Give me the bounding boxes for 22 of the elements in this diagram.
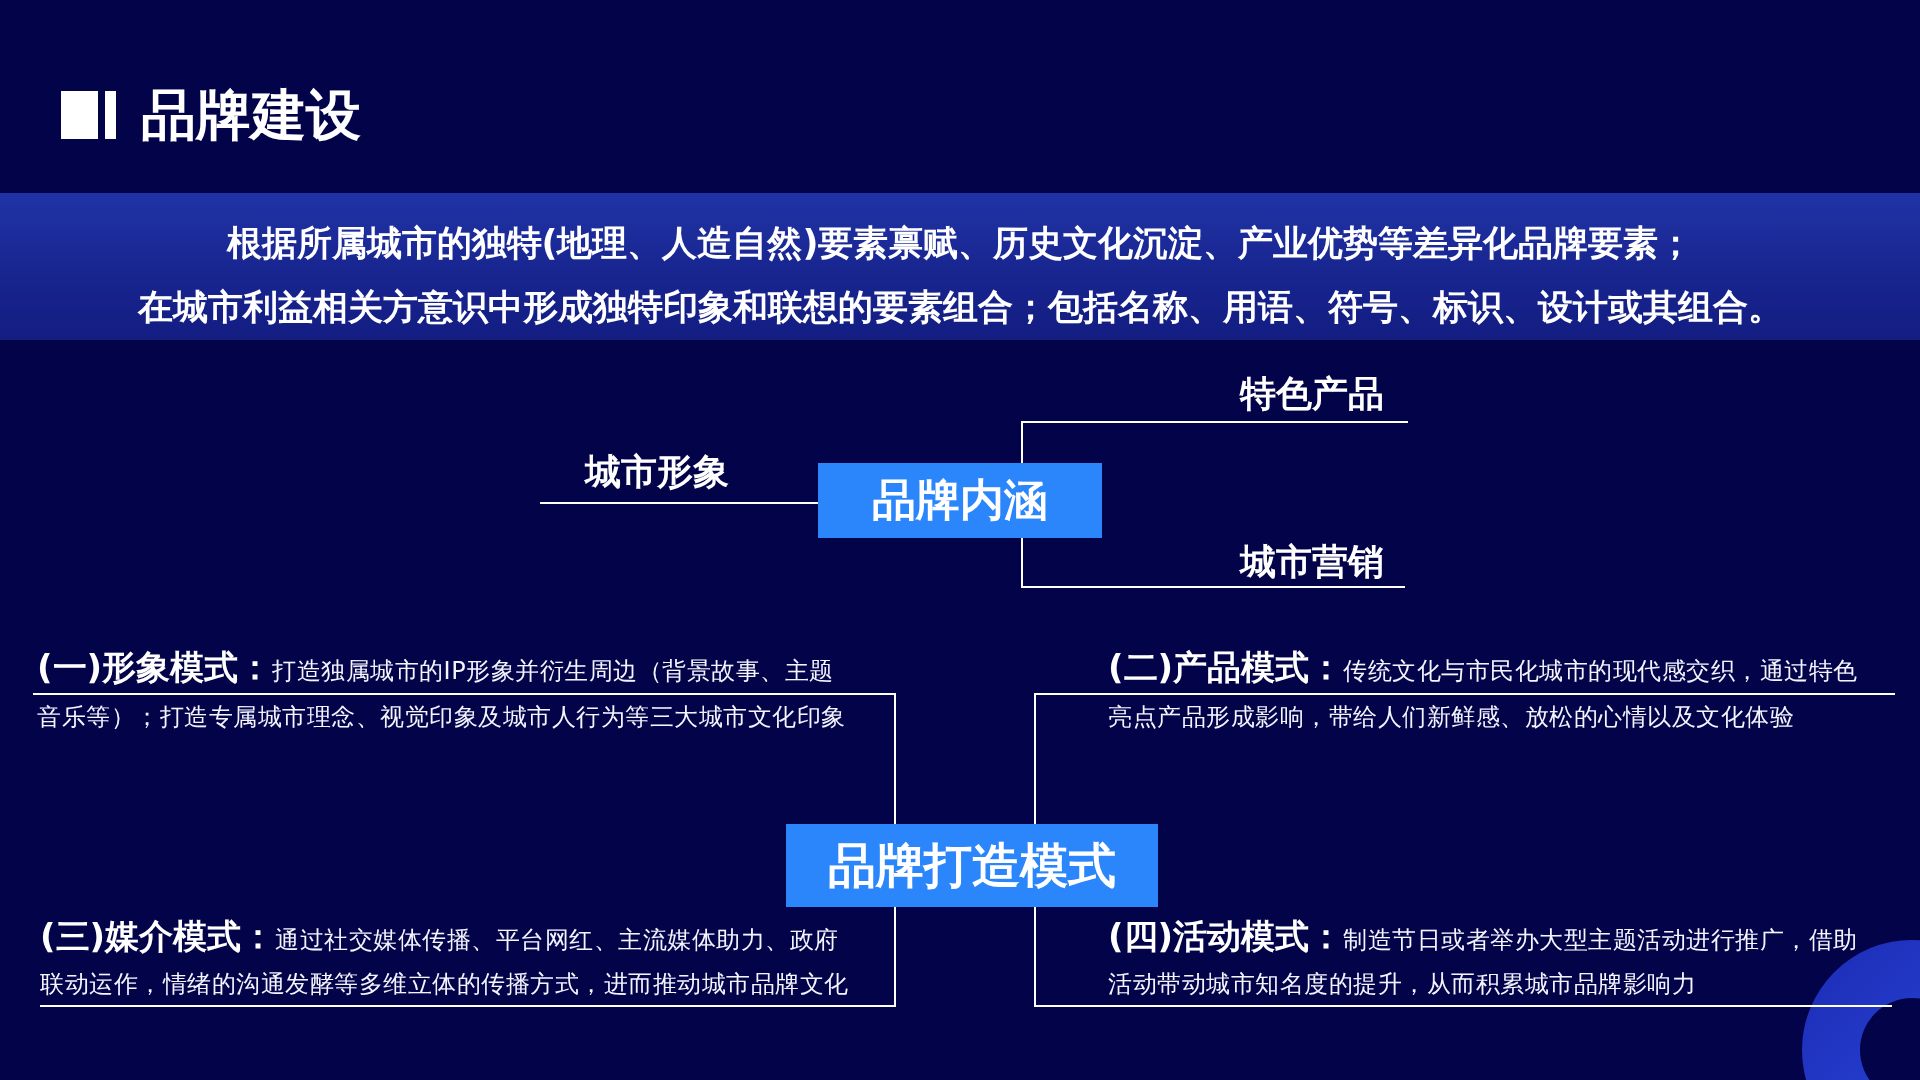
connector-line [1034, 693, 1896, 825]
connector-line [539, 502, 819, 504]
connector-line [39, 906, 896, 1007]
branch-label: 特色产品 [1240, 372, 1384, 416]
topic-box [818, 463, 1102, 538]
topic-box [786, 824, 1158, 907]
banner-text: 根据所属城市的独特(地理、人造自然)要素禀赋、历史文化沉淀、产业优势等差异化品牌要素； [226, 222, 1694, 265]
connector-line [1021, 421, 1409, 464]
mode-paragraph: (二)产品模式：传统文化与市民化城市的现代感交织，通过特色亮点产品形成影响，带给人们新鲜感、放松的心情以及文化体验 [1108, 648, 1859, 733]
connector-line [32, 693, 896, 825]
topic-label: 品牌内涵 [872, 476, 1048, 525]
connector-line [1021, 537, 1406, 588]
topic-label: 品牌打造模式 [828, 839, 1116, 892]
connector-line [1034, 906, 1893, 1007]
banner-band [0, 193, 1920, 340]
mode-paragraph: (三)媒介模式：通过社交媒体传播、平台网红、主流媒体助力、政府联动运作，情绪的沟通发酵等多维立体的传播方式，进而推动城市品牌文化 [40, 918, 850, 1000]
branch-label: 城市营销 [1240, 540, 1384, 584]
mode-paragraph: (一)形象模式：打造独属城市的IP形象并衍生周边（背景故事、主题音乐等）；打造专属城市理念、视觉印象及城市人行为等三大城市文化印象 [37, 648, 847, 733]
branch-label: 城市形象 [585, 450, 729, 494]
banner-text: 在城市利益相关方意识中形成独特印象和联想的要素组合；包括名称、用语、符号、标识、设计或其组合。 [137, 286, 1783, 329]
mode-paragraph: (四)活动模式：制造节日或者举办大型主题活动进行推广，借助活动带动城市知名度的提升，从而积累城市品牌影响力 [1108, 918, 1859, 1000]
page-title: 品牌建设 [141, 86, 361, 144]
